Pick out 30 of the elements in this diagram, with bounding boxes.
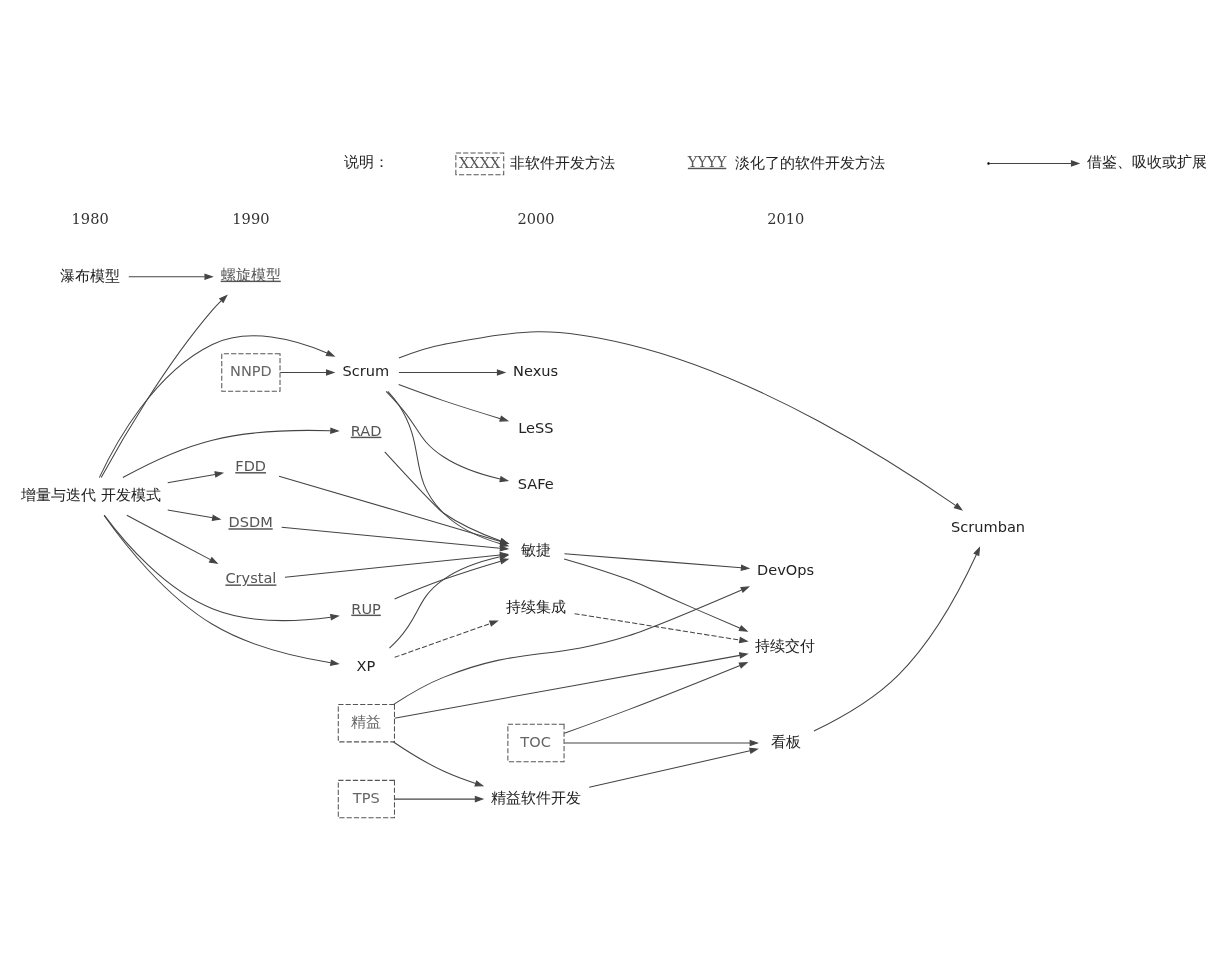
legend-label: 借鉴、吸收或扩展 bbox=[1087, 153, 1208, 171]
node-text: LeSS bbox=[518, 418, 554, 436]
node-text: XP bbox=[356, 656, 376, 674]
node-text: 瀑布模型 bbox=[59, 266, 120, 284]
node-text: SAFe bbox=[517, 474, 554, 492]
node-text: RUP bbox=[351, 599, 381, 617]
node-text: Crystal bbox=[225, 569, 277, 587]
label: 2000 bbox=[517, 210, 555, 228]
label: XXXX bbox=[458, 153, 501, 171]
node-text: Nexus bbox=[513, 362, 559, 380]
node-text: DSDM bbox=[228, 513, 273, 531]
node-text: FDD bbox=[235, 457, 267, 475]
node-text: 增量与迭代 开发模式 bbox=[20, 486, 161, 504]
label: 2010 bbox=[767, 210, 805, 228]
legend-label: 非软件开发方法 bbox=[509, 153, 615, 171]
node-text: 精益软件开发 bbox=[491, 788, 582, 806]
node-text: Scrumban bbox=[951, 518, 1026, 536]
node-text: 持续集成 bbox=[505, 597, 566, 615]
node-text: 敏捷 bbox=[520, 541, 551, 559]
node-text: 持续交付 bbox=[755, 637, 816, 655]
label: 1990 bbox=[232, 210, 270, 228]
label: YYYY bbox=[687, 152, 727, 170]
node-text: Scrum bbox=[342, 362, 390, 380]
label: 说明： bbox=[343, 153, 389, 171]
node-text: 看板 bbox=[770, 732, 801, 750]
node-text: 螺旋模型 bbox=[220, 265, 281, 283]
label: 1980 bbox=[71, 210, 109, 228]
node-text: DevOps bbox=[757, 561, 815, 579]
node-text: RAD bbox=[350, 421, 382, 439]
legend-label: 淡化了的软件开发方法 bbox=[734, 153, 885, 171]
